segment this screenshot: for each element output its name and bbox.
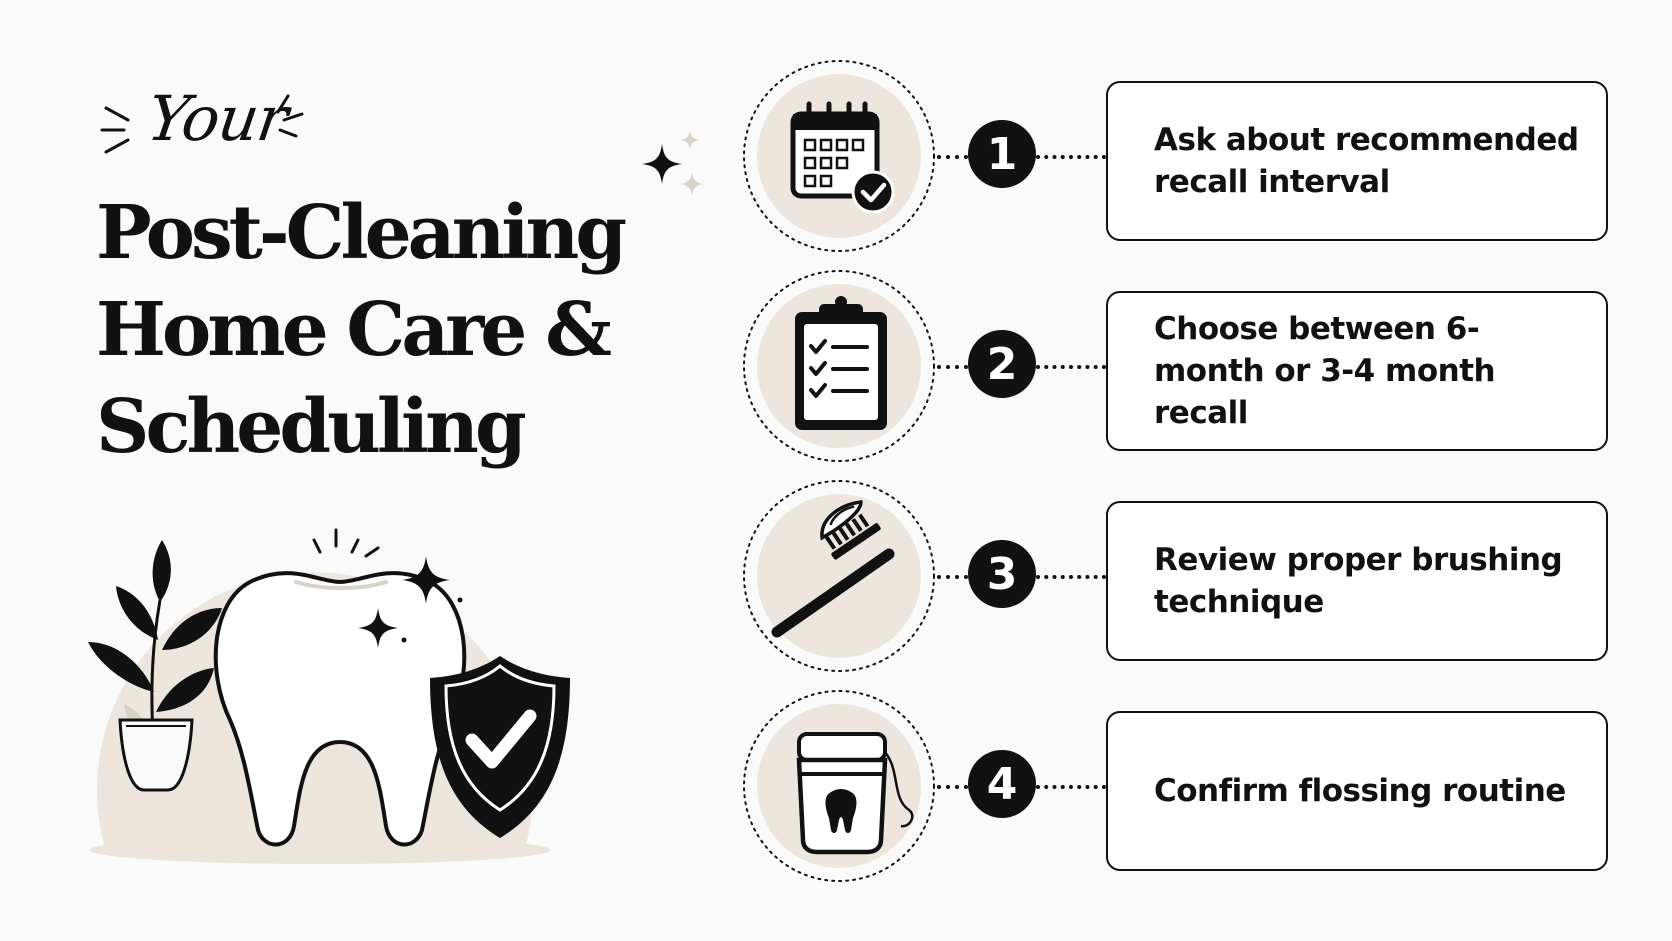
step-text: Choose between 6-month or 3-4 month reca…	[1154, 311, 1496, 431]
shine-lines-icon	[312, 528, 380, 558]
step-text: Review proper brushing technique	[1154, 542, 1563, 620]
accent-lines-left-icon	[100, 106, 130, 154]
step-text-box: Choose between 6-month or 3-4 month reca…	[1106, 291, 1608, 451]
step-number-badge: 2	[968, 330, 1036, 398]
step-1: 1 Ask about recommended recall interval	[0, 58, 1672, 268]
connector-dots	[1036, 365, 1106, 369]
connector-dots	[1036, 575, 1106, 579]
step-icon-circle	[743, 690, 935, 882]
tooth-sparkle-icon	[358, 556, 463, 648]
sparkle-icon	[642, 130, 704, 196]
step-text-box: Ask about recommended recall interval	[1106, 81, 1608, 241]
plant-icon	[88, 540, 222, 792]
page-title-line-2: Home Care &	[96, 287, 612, 373]
connector-dots	[937, 365, 968, 369]
tooth-illustration	[88, 528, 570, 864]
step-3: 3 Review proper brushing technique	[0, 478, 1672, 688]
step-number-badge: 4	[968, 750, 1036, 818]
step-icon-circle	[743, 60, 935, 252]
title-area: Your Post-Cleaning Home Care & Schedulin…	[0, 0, 704, 500]
step-2: 2 Choose between 6-month or 3-4 month re…	[0, 268, 1672, 478]
clipboard-checklist-icon	[795, 296, 887, 430]
connector-dots	[1036, 155, 1106, 159]
calendar-check-icon	[790, 101, 895, 214]
floss-container-icon	[796, 732, 914, 855]
step-text: Confirm flossing routine	[1154, 773, 1566, 809]
step-number-badge: 1	[968, 120, 1036, 188]
step-text-box: Confirm flossing routine	[1106, 711, 1608, 871]
connector-dots	[937, 785, 968, 789]
connector-dots	[1036, 785, 1106, 789]
step-icon-circle	[743, 480, 935, 672]
page-title-line-3: Scheduling	[96, 384, 527, 470]
step-4: 4 Confirm flossing routine	[0, 688, 1672, 898]
step-icon-circle	[743, 270, 935, 462]
step-number-badge: 3	[968, 540, 1036, 608]
accent-lines-right-icon	[276, 94, 304, 138]
connector-dots	[937, 155, 968, 159]
page-title-line-1: Post-Cleaning	[96, 190, 627, 276]
connector-dots	[937, 575, 968, 579]
step-text-box: Review proper brushing technique	[1106, 501, 1608, 661]
toothbrush-icon	[771, 499, 895, 638]
step-text: Ask about recommended recall interval	[1154, 122, 1579, 200]
shield-check-icon	[430, 656, 570, 838]
